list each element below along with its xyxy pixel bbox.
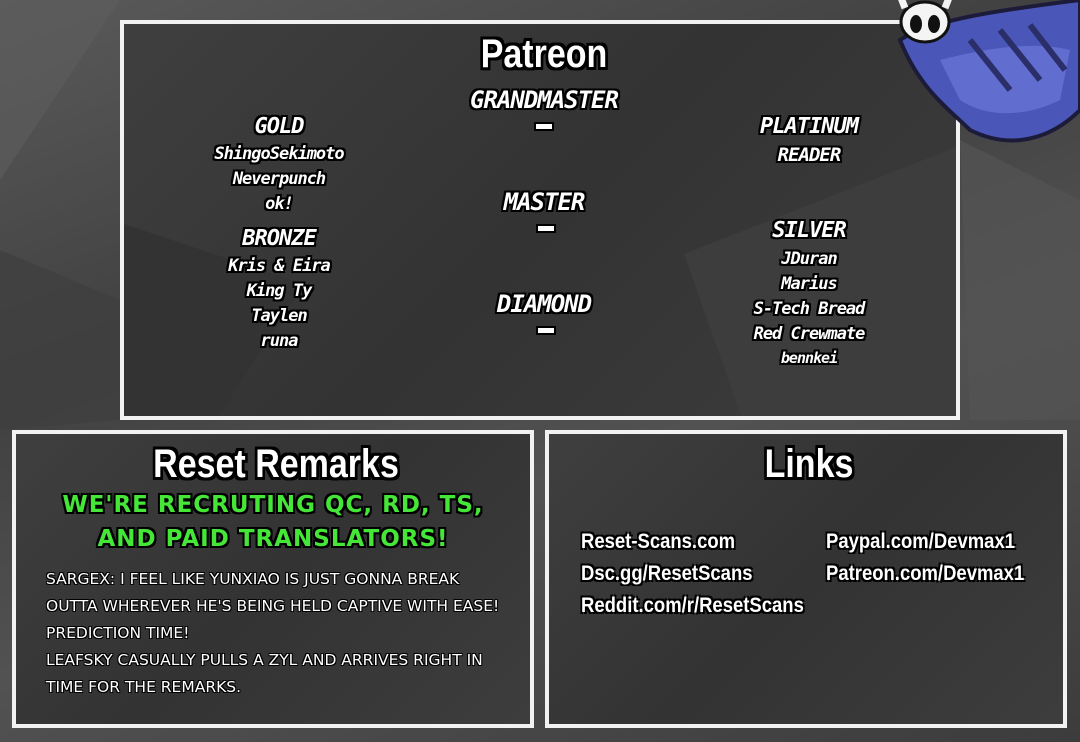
patreon-panel: Patreon GRANDMASTER MASTER DIAMOND GOLD …	[120, 20, 960, 420]
tier-bronze: BRONZE	[242, 226, 316, 251]
link-reddit[interactable]: Reddit.com/r/ResetScans	[581, 594, 804, 617]
recruit-line-1: WE'RE RECRUTING QC, RD, TS,	[62, 492, 484, 518]
remark-line: Prediction time!	[46, 624, 190, 642]
link-reset-scans[interactable]: Reset-Scans.com	[581, 530, 736, 553]
remark-line: outta wherever he's being held captive w…	[46, 597, 500, 615]
platinum-member: READER	[777, 144, 842, 166]
recruit-line-2: AND PAID TRANSLATORS!	[97, 526, 449, 552]
diamond-dash	[536, 326, 556, 335]
tier-gold: GOLD	[254, 114, 305, 139]
grandmaster-dash	[534, 122, 554, 131]
bronze-member: King Ty	[246, 281, 313, 301]
gold-member: ShingoSekimoto	[214, 144, 344, 164]
link-paypal[interactable]: Paypal.com/Devmax1	[826, 530, 1016, 553]
remarks-panel: Reset Remarks WE'RE RECRUTING QC, RD, TS…	[12, 430, 534, 728]
panel-texture	[124, 147, 956, 416]
silver-member: Red Crewmate	[753, 324, 866, 344]
remarks-title: Reset Remarks	[153, 442, 399, 486]
tier-master: MASTER	[503, 188, 586, 216]
tier-platinum: PLATINUM	[760, 114, 859, 139]
silver-member: S-Tech Bread	[753, 299, 866, 319]
remark-line: LEAFSKY casually pulls a ZYL and arrives…	[46, 651, 483, 669]
silver-member: Marius	[781, 274, 837, 294]
bronze-member: runa	[260, 331, 299, 351]
silver-member: JDuran	[781, 249, 837, 269]
link-discord[interactable]: Dsc.gg/ResetScans	[581, 562, 753, 585]
links-title: Links	[764, 442, 854, 486]
tier-grandmaster: GRANDMASTER	[470, 86, 619, 114]
remark-line: time for the remarks.	[46, 678, 242, 696]
tier-silver: SILVER	[772, 218, 846, 243]
hollow-knight-mascot-icon	[897, 0, 1080, 143]
link-patreon[interactable]: Patreon.com/Devmax1	[826, 562, 1025, 585]
remark-line: SARGEX: I feel like Yunxiao is just gonn…	[46, 570, 460, 588]
links-panel: Links Reset-Scans.com Dsc.gg/ResetScans …	[545, 430, 1067, 728]
bronze-member: Taylen	[251, 306, 307, 326]
bronze-member: Kris & Eira	[228, 256, 331, 276]
tier-diamond: DIAMOND	[496, 290, 592, 318]
master-dash	[536, 224, 556, 233]
gold-member: ok!	[265, 194, 294, 214]
silver-member: bennkei	[780, 349, 838, 367]
gold-member: Neverpunch	[232, 169, 326, 189]
patreon-title: Patreon	[480, 32, 608, 76]
